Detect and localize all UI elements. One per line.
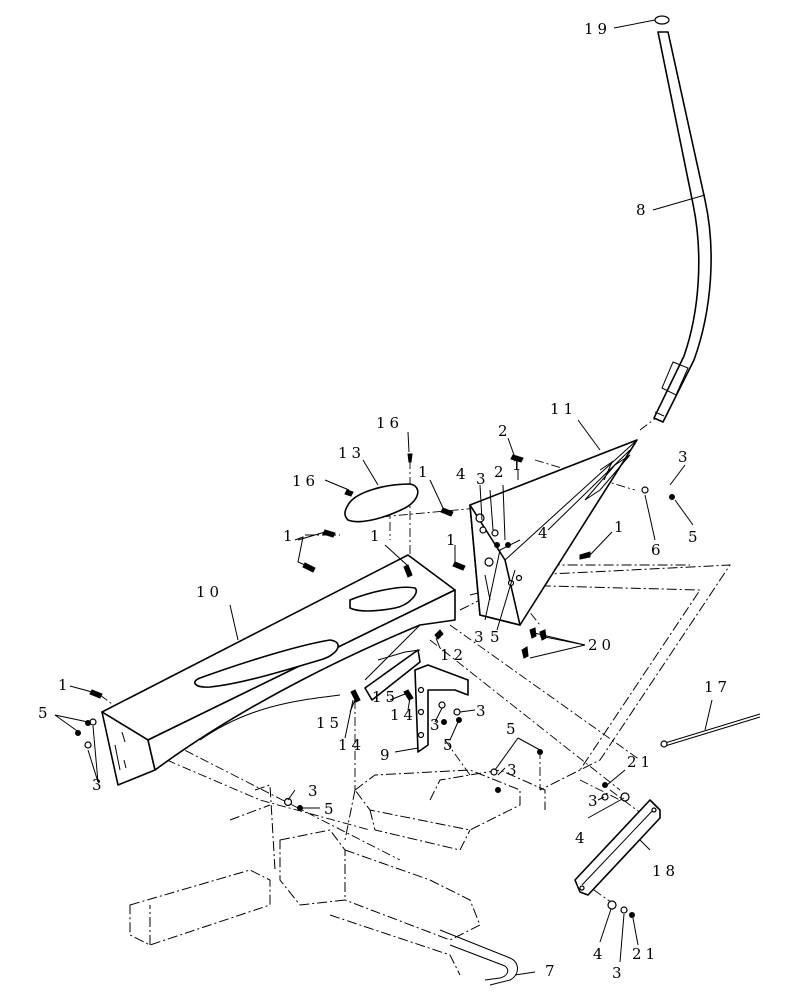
callout-3: 3 — [612, 964, 626, 982]
callout-21: 21 — [627, 753, 654, 771]
callout-11: 11 — [550, 400, 577, 418]
callout-16: 16 — [292, 472, 319, 490]
callout-15: 15 — [316, 714, 343, 732]
callout-4: 4 — [593, 945, 607, 963]
callout-17: 17 — [704, 678, 731, 696]
callout-3: 3 — [430, 716, 444, 734]
u-bolt-part-7 — [439, 929, 518, 986]
callout-3: 3 — [308, 782, 322, 800]
callout-3: 3 — [678, 448, 692, 466]
callout-1: 1 — [283, 527, 297, 545]
callout-7: 7 — [545, 962, 559, 980]
callout-16: 16 — [376, 414, 403, 432]
callout-3: 3 — [92, 776, 106, 794]
callout-18: 18 — [652, 862, 679, 880]
callout-4: 4 — [456, 465, 470, 483]
callout-6: 6 — [651, 541, 665, 559]
callout-3: 3 — [476, 470, 490, 488]
callout-5: 5 — [324, 800, 338, 818]
leader-lines — [54, 19, 713, 976]
callout-2: 2 — [494, 463, 508, 481]
bracket-part-9 — [414, 664, 469, 753]
callout-21: 21 — [632, 945, 659, 963]
callout-3: 3 — [507, 761, 521, 779]
bracket-part-12 — [364, 649, 421, 701]
control-rod-part-8 — [653, 15, 712, 423]
callout-5: 5 — [443, 736, 457, 754]
callout-1: 1 — [446, 531, 460, 549]
callout-5: 5 — [490, 628, 504, 646]
cover-plate-part-13 — [344, 483, 419, 523]
callout-5: 5 — [688, 528, 702, 546]
callout-13: 13 — [338, 444, 365, 462]
callout-1: 1 — [370, 527, 384, 545]
callout-19: 19 — [584, 20, 611, 38]
callout-5: 5 — [506, 720, 520, 738]
callout-10: 10 — [196, 583, 223, 601]
callout-12: 12 — [440, 646, 467, 664]
callout-8: 8 — [636, 201, 650, 219]
callout-20: 20 — [588, 636, 615, 654]
callout-14: 14 — [390, 706, 417, 724]
callout-3: 3 — [588, 792, 602, 810]
callout-1: 1 — [614, 518, 628, 536]
callout-1: 1 — [418, 463, 432, 481]
callout-labels: 19 8 11 2 1 16 13 16 1 4 3 2 1 3 5 1 1 6… — [38, 20, 731, 982]
rod-cap-part-19 — [654, 15, 670, 25]
callout-3: 3 — [476, 702, 490, 720]
strap-part-18 — [574, 799, 661, 896]
callout-14: 14 — [338, 736, 365, 754]
callout-9: 9 — [380, 746, 394, 764]
callout-5: 5 — [38, 704, 52, 722]
callout-4: 4 — [575, 829, 589, 847]
callout-2: 2 — [498, 422, 512, 440]
callout-3: 3 — [474, 628, 488, 646]
shield-part-10 — [101, 554, 456, 786]
callout-15: 15 — [372, 688, 399, 706]
pin-part-17 — [660, 713, 761, 748]
callout-1: 1 — [512, 456, 526, 474]
callout-1: 1 — [58, 676, 72, 694]
callout-4: 4 — [538, 524, 552, 542]
